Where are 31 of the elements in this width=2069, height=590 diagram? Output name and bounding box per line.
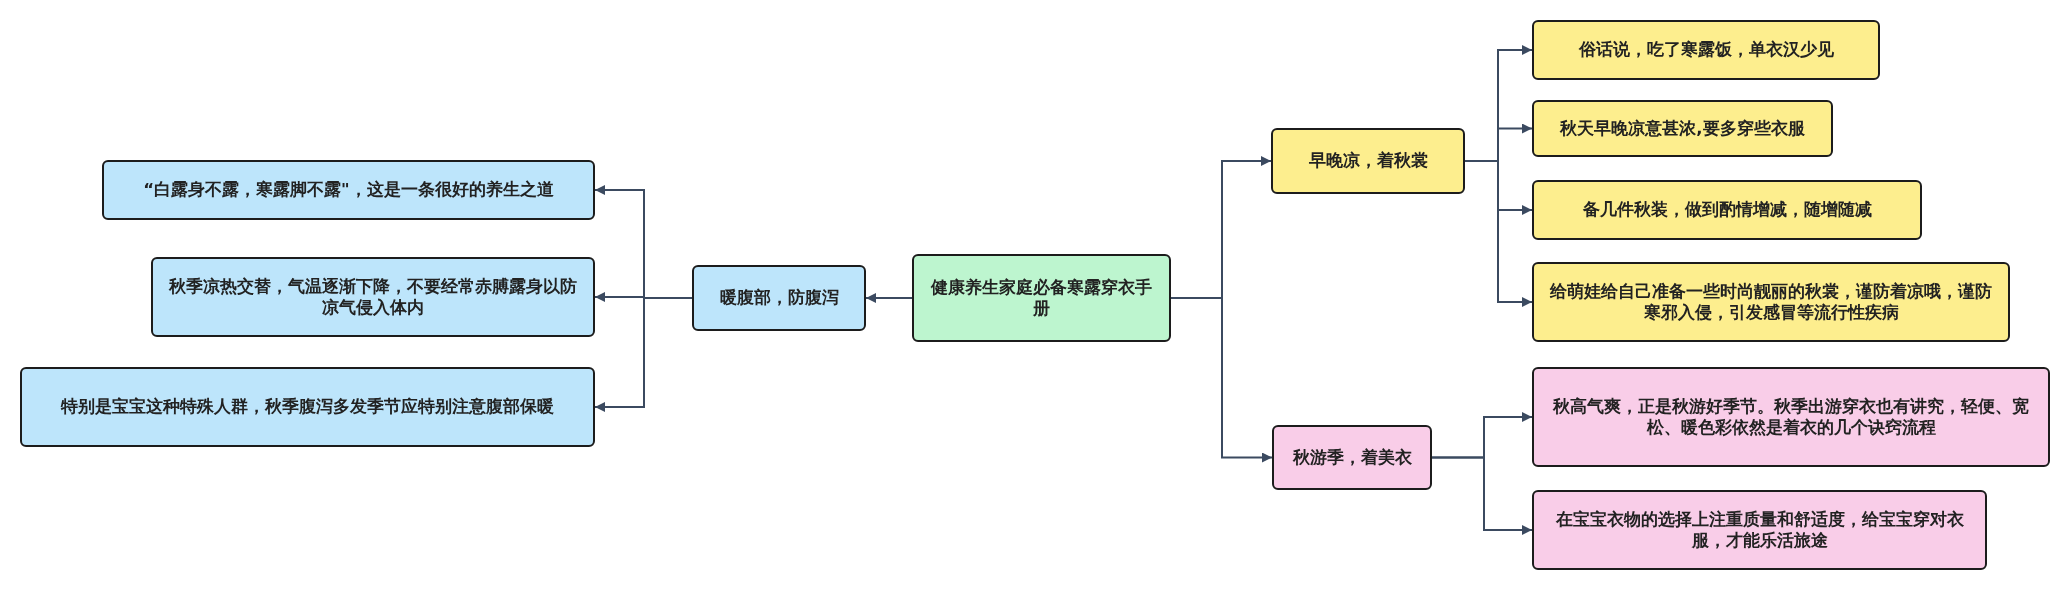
topic-box — [1532, 100, 1833, 157]
connector-arrow — [1170, 297, 1273, 463]
connector-arrow — [594, 297, 693, 412]
topic-box — [1532, 20, 1880, 80]
topic-text: 健康养生家庭必备寒露穿衣手册 — [930, 276, 1153, 320]
topic-box — [1532, 367, 2050, 467]
topic-text: 秋季凉热交替，气温逐渐下降，不要经常赤膊露身以防凉气侵入体内 — [167, 275, 578, 319]
topic-text: 暖腹部，防腹泻 — [719, 287, 839, 309]
connector-arrow — [1431, 456, 1533, 535]
topic-text: 秋天早晚凉意甚浓,要多穿些衣服 — [1560, 117, 1805, 140]
topic-box — [151, 257, 595, 337]
topic-text: 俗话说，吃了寒露饭，单衣汉少见 — [1578, 39, 1834, 61]
topic-box — [1271, 128, 1465, 194]
topic-text: 在宝宝衣物的选择上注重质量和舒适度，给宝宝穿对衣服，才能乐活旅途 — [1554, 508, 1965, 552]
connector-arrow — [865, 293, 913, 303]
connector-arrow — [1464, 160, 1533, 307]
topic-text: 秋游季，着美衣 — [1292, 446, 1412, 469]
central-topic-box — [912, 254, 1171, 342]
topic-box — [1532, 180, 1922, 240]
topic-text: 给萌娃给自己准备一些时尚靓丽的秋裳，谨防着凉哦，谨防寒邪入侵，引发感冒等流行性疾病 — [1549, 280, 1993, 324]
topic-box — [1532, 262, 2010, 342]
topic-text: “白露身不露，寒露脚不露"，这是一条很好的养生之道 — [143, 179, 554, 201]
topic-text: 秋高气爽，正是秋游好季节。秋季出游穿衣也有讲究，轻便、宽松、暖色彩依然是着衣的几个诀窍流程 — [1551, 395, 2030, 439]
topic-box — [692, 265, 866, 331]
topic-box — [102, 160, 595, 220]
topic-text: 早晚凉，着秋裳 — [1308, 150, 1428, 172]
topic-text: 特别是宝宝这种特殊人群，秋季腹泻多发季节应特别注意腹部保暖 — [61, 396, 554, 418]
topic-box — [20, 367, 595, 447]
topic-box — [1272, 425, 1432, 490]
topic-box — [1532, 490, 1987, 570]
topic-text: 备几件秋装，做到酌情增减，随增随减 — [1582, 199, 1872, 221]
